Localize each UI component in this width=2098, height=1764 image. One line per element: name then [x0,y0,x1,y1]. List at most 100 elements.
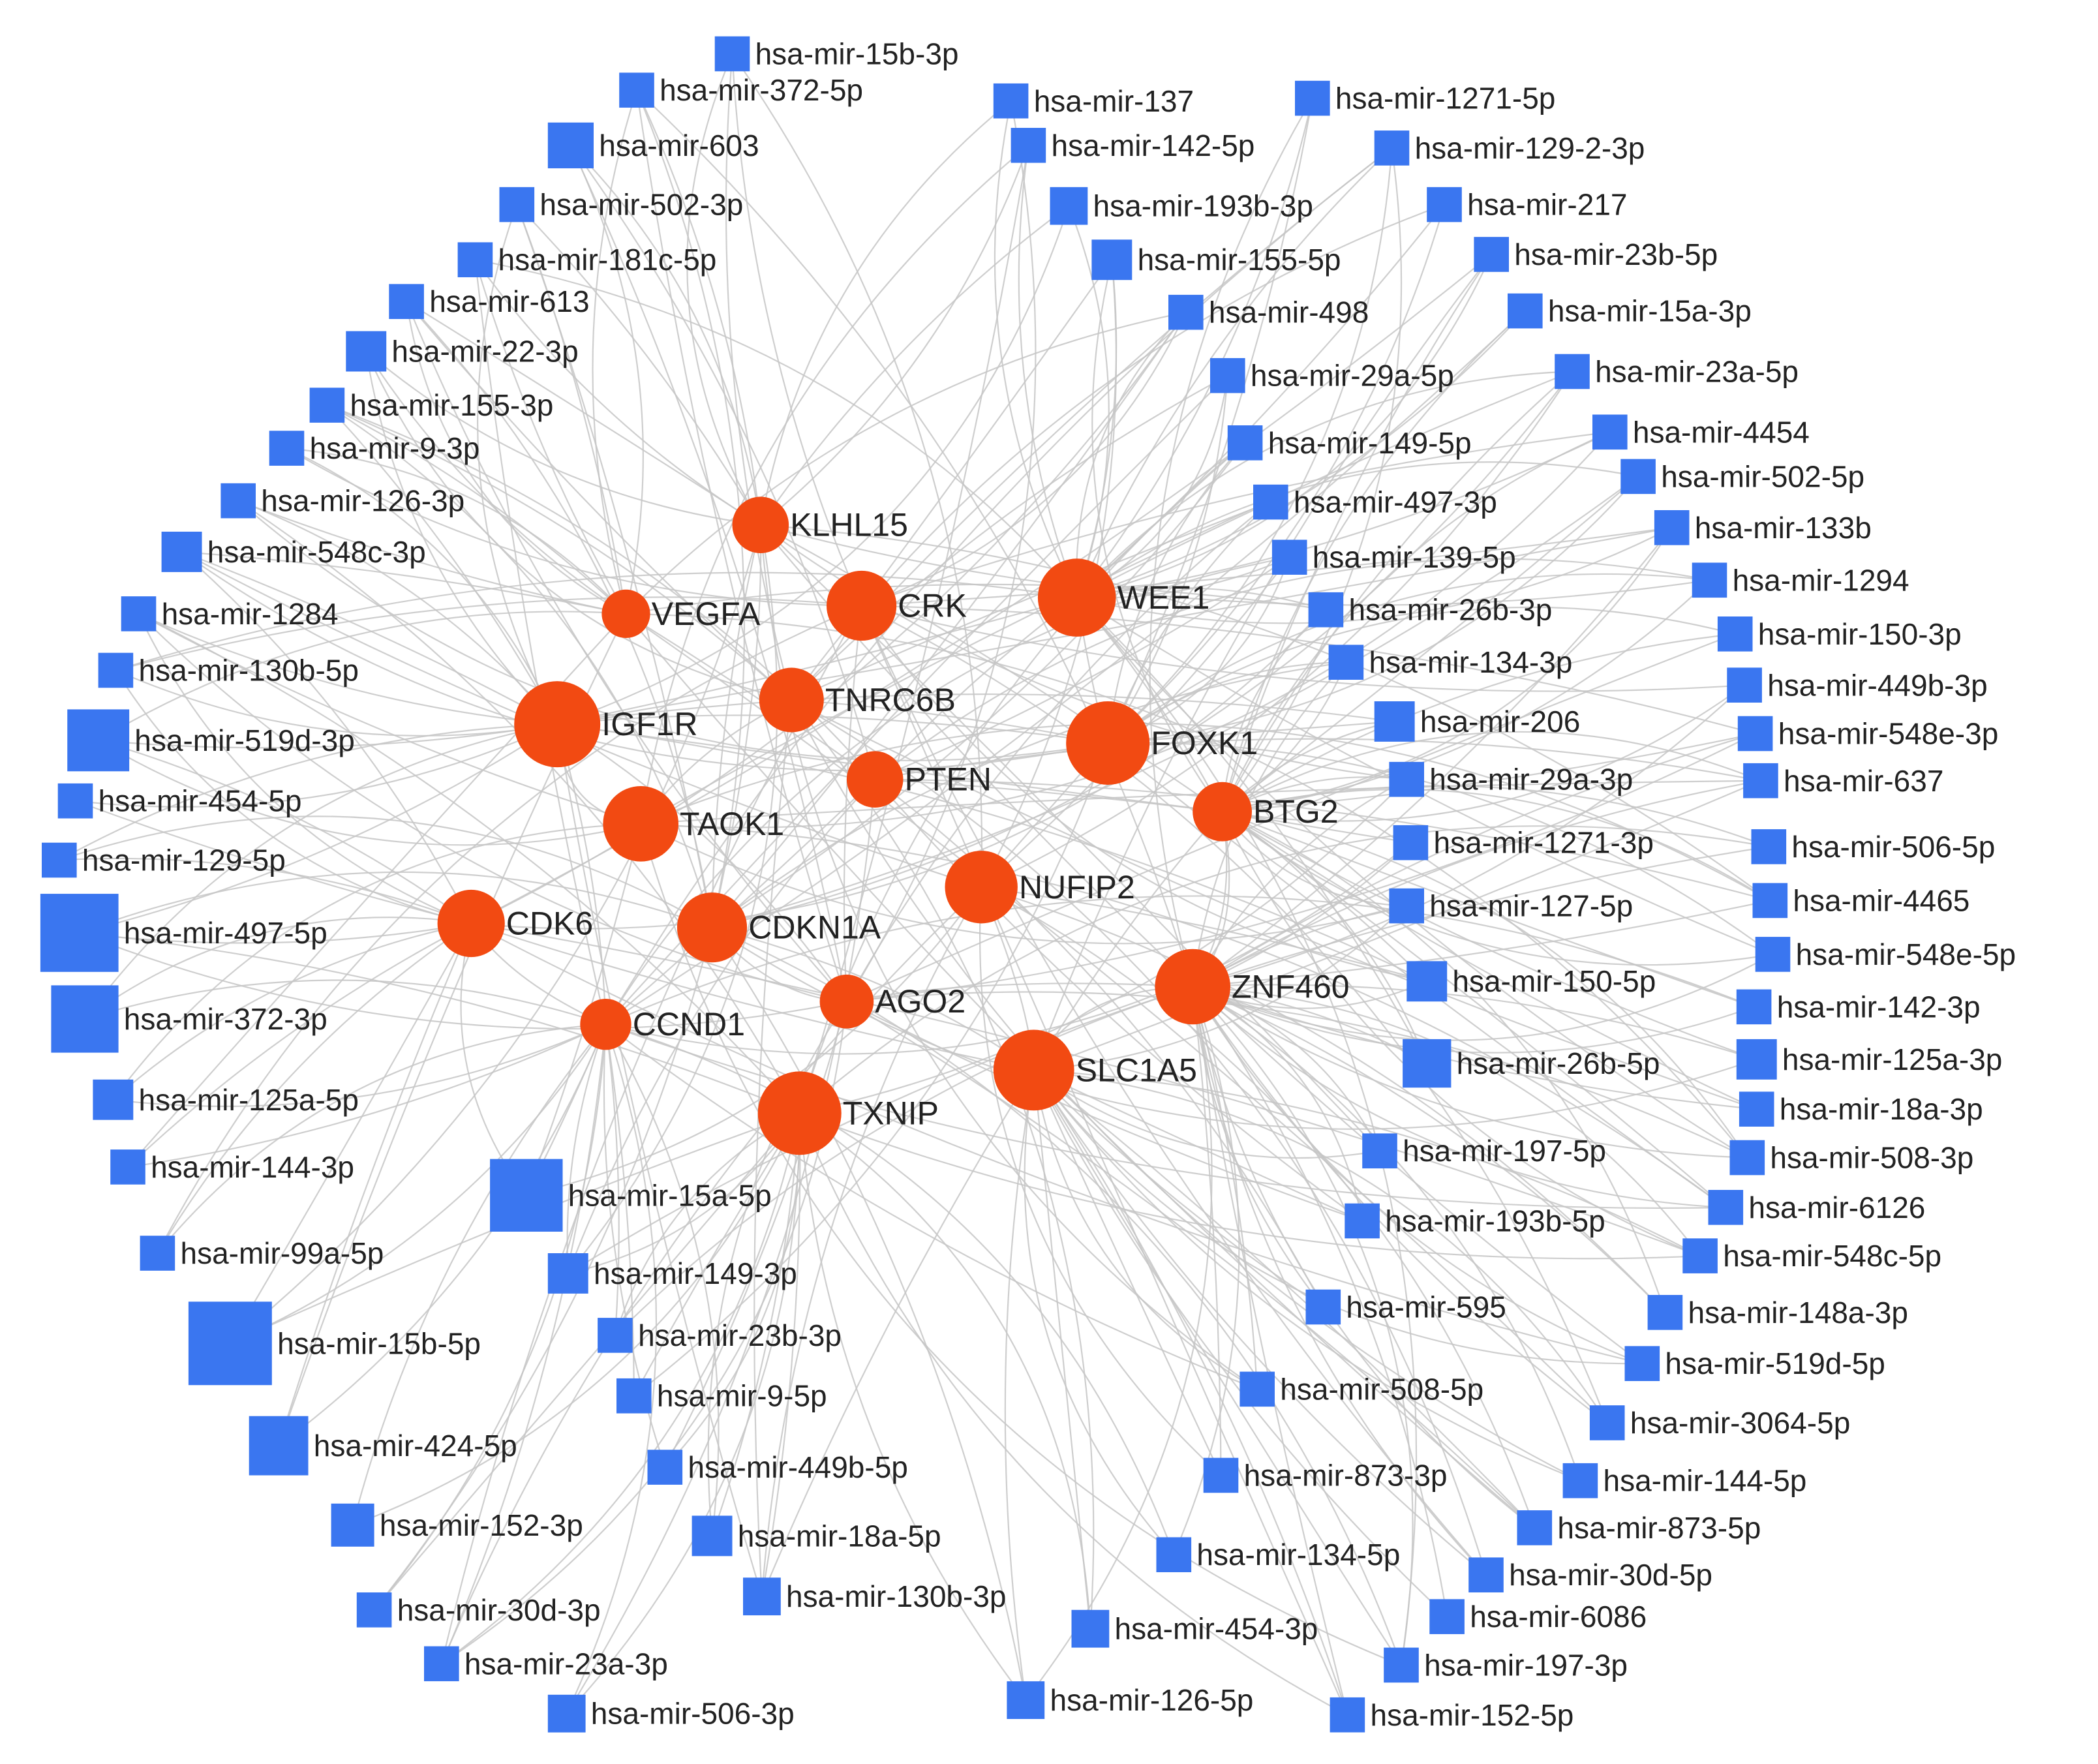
mirna-node-hsa-mir-26b-3p[interactable]: hsa-mir-26b-3p [1308,592,1553,628]
mirna-node-hsa-mir-29a-5p[interactable]: hsa-mir-29a-5p [1210,357,1454,393]
gene-node-txnip[interactable]: TXNIP [757,1071,939,1155]
gene-node-slc1a5[interactable]: SLC1A5 [993,1029,1197,1111]
gene-node-klhl15[interactable]: KLHL15 [732,496,908,553]
mirna-node-hsa-mir-9-3p[interactable]: hsa-mir-9-3p [269,431,480,466]
mirna-node-hsa-mir-424-5p[interactable]: hsa-mir-424-5p [249,1416,517,1476]
mirna-node-hsa-mir-4465[interactable]: hsa-mir-4465 [1752,883,1970,919]
mirna-node-hsa-mir-23b-5p[interactable]: hsa-mir-23b-5p [1474,237,1718,272]
mirna-node-hsa-mir-142-5p[interactable]: hsa-mir-142-5p [1011,128,1255,163]
mirna-node-hsa-mir-506-5p[interactable]: hsa-mir-506-5p [1751,829,1996,864]
mirna-node-hsa-mir-152-3p[interactable]: hsa-mir-152-3p [331,1503,583,1547]
mirna-node-hsa-mir-134-3p[interactable]: hsa-mir-134-3p [1328,645,1573,680]
mirna-node-hsa-mir-30d-5p[interactable]: hsa-mir-30d-5p [1468,1557,1712,1592]
mirna-node-hsa-mir-150-5p[interactable]: hsa-mir-150-5p [1406,961,1656,1002]
mirna-node-hsa-mir-497-3p[interactable]: hsa-mir-497-3p [1253,484,1497,520]
gene-node-vegfa[interactable]: VEGFA [601,589,761,639]
mirna-node-hsa-mir-1271-5p[interactable]: hsa-mir-1271-5p [1295,80,1555,116]
mirna-node-hsa-mir-129-2-3p[interactable]: hsa-mir-129-2-3p [1374,130,1645,166]
mirna-node-hsa-mir-142-3p[interactable]: hsa-mir-142-3p [1736,989,1981,1025]
mirna-node-hsa-mir-502-3p[interactable]: hsa-mir-502-3p [499,187,744,222]
gene-node-pten[interactable]: PTEN [846,751,992,808]
mirna-node-hsa-mir-548c-5p[interactable]: hsa-mir-548c-5p [1682,1238,1941,1273]
mirna-node-hsa-mir-30d-3p[interactable]: hsa-mir-30d-3p [356,1592,601,1628]
mirna-node-hsa-mir-508-5p[interactable]: hsa-mir-508-5p [1239,1371,1483,1407]
mirna-node-hsa-mir-206[interactable]: hsa-mir-206 [1374,701,1581,742]
mirna-node-hsa-mir-144-3p[interactable]: hsa-mir-144-3p [110,1149,354,1185]
mirna-node-hsa-mir-454-5p[interactable]: hsa-mir-454-5p [57,783,302,819]
mirna-node-hsa-mir-129-5p[interactable]: hsa-mir-129-5p [42,842,286,878]
mirna-node-hsa-mir-613[interactable]: hsa-mir-613 [389,284,590,319]
mirna-node-hsa-mir-372-5p[interactable]: hsa-mir-372-5p [619,72,863,108]
gene-node-ago2[interactable]: AGO2 [819,974,966,1029]
gene-node-igf1r[interactable]: IGF1R [514,681,698,768]
mirna-node-hsa-mir-148a-3p[interactable]: hsa-mir-148a-3p [1647,1295,1908,1330]
mirna-node-hsa-mir-130b-3p[interactable]: hsa-mir-130b-3p [743,1577,1006,1616]
mirna-node-hsa-mir-548e-5p[interactable]: hsa-mir-548e-5p [1755,937,2016,972]
mirna-node-hsa-mir-3064-5p[interactable]: hsa-mir-3064-5p [1589,1405,1850,1440]
gene-node-tnrc6b[interactable]: TNRC6B [759,667,956,733]
mirna-node-hsa-mir-6086[interactable]: hsa-mir-6086 [1429,1599,1647,1634]
gene-node-znf460[interactable]: ZNF460 [1155,949,1350,1025]
mirna-node-hsa-mir-603[interactable]: hsa-mir-603 [547,122,759,168]
mirna-node-hsa-mir-197-5p[interactable]: hsa-mir-197-5p [1362,1133,1606,1168]
mirna-node-hsa-mir-23b-3p[interactable]: hsa-mir-23b-3p [598,1318,842,1353]
mirna-node-hsa-mir-155-3p[interactable]: hsa-mir-155-3p [309,388,554,423]
mirna-node-hsa-mir-126-3p[interactable]: hsa-mir-126-3p [220,483,464,519]
mirna-node-hsa-mir-149-5p[interactable]: hsa-mir-149-5p [1227,425,1472,461]
mirna-node-hsa-mir-519d-3p[interactable]: hsa-mir-519d-3p [67,709,355,772]
mirna-node-hsa-mir-454-3p[interactable]: hsa-mir-454-3p [1071,1609,1318,1648]
mirna-node-hsa-mir-99a-5p[interactable]: hsa-mir-99a-5p [140,1236,384,1271]
gene-node-taok1[interactable]: TAOK1 [603,786,784,862]
mirna-node-hsa-mir-1271-3p[interactable]: hsa-mir-1271-3p [1393,825,1654,860]
mirna-node-hsa-mir-18a-5p[interactable]: hsa-mir-18a-5p [692,1515,941,1557]
mirna-node-hsa-mir-595[interactable]: hsa-mir-595 [1305,1289,1506,1325]
mirna-node-hsa-mir-137[interactable]: hsa-mir-137 [993,83,1194,119]
mirna-node-hsa-mir-449b-3p[interactable]: hsa-mir-449b-3p [1727,667,1988,703]
mirna-node-hsa-mir-506-3p[interactable]: hsa-mir-506-3p [547,1694,795,1733]
mirna-node-hsa-mir-127-5p[interactable]: hsa-mir-127-5p [1389,888,1633,924]
mirna-node-hsa-mir-18a-3p[interactable]: hsa-mir-18a-3p [1739,1091,1983,1127]
gene-node-wee1[interactable]: WEE1 [1037,558,1209,637]
mirna-node-hsa-mir-144-5p[interactable]: hsa-mir-144-5p [1562,1463,1807,1498]
mirna-node-hsa-mir-150-3p[interactable]: hsa-mir-150-3p [1717,616,1962,652]
mirna-node-hsa-mir-26b-5p[interactable]: hsa-mir-26b-5p [1403,1039,1660,1088]
gene-node-cdkn1a[interactable]: CDKN1A [677,892,881,963]
mirna-node-hsa-mir-519d-5p[interactable]: hsa-mir-519d-5p [1624,1346,1885,1381]
mirna-node-hsa-mir-125a-5p[interactable]: hsa-mir-125a-5p [93,1079,359,1120]
mirna-node-hsa-mir-193b-5p[interactable]: hsa-mir-193b-5p [1345,1203,1605,1239]
mirna-node-hsa-mir-372-3p[interactable]: hsa-mir-372-3p [51,985,327,1053]
mirna-node-hsa-mir-23a-5p[interactable]: hsa-mir-23a-5p [1555,354,1799,389]
mirna-node-hsa-mir-449b-5p[interactable]: hsa-mir-449b-5p [647,1450,908,1485]
mirna-node-hsa-mir-29a-3p[interactable]: hsa-mir-29a-3p [1389,761,1633,797]
mirna-node-hsa-mir-126-5p[interactable]: hsa-mir-126-5p [1007,1681,1253,1719]
mirna-node-hsa-mir-149-3p[interactable]: hsa-mir-149-3p [547,1253,797,1294]
mirna-node-hsa-mir-181c-5p[interactable]: hsa-mir-181c-5p [457,242,717,277]
mirna-node-hsa-mir-873-5p[interactable]: hsa-mir-873-5p [1517,1510,1761,1545]
mirna-node-hsa-mir-4454[interactable]: hsa-mir-4454 [1592,414,1810,450]
mirna-node-hsa-mir-15a-5p[interactable]: hsa-mir-15a-5p [490,1159,772,1232]
mirna-node-hsa-mir-134-5p[interactable]: hsa-mir-134-5p [1156,1537,1401,1572]
mirna-node-hsa-mir-155-5p[interactable]: hsa-mir-155-5p [1091,239,1341,281]
mirna-node-hsa-mir-497-5p[interactable]: hsa-mir-497-5p [40,894,327,972]
mirna-node-hsa-mir-133b[interactable]: hsa-mir-133b [1654,510,1872,545]
mirna-node-hsa-mir-502-5p[interactable]: hsa-mir-502-5p [1620,459,1864,494]
mirna-node-hsa-mir-15b-5p[interactable]: hsa-mir-15b-5p [188,1301,481,1386]
mirna-node-hsa-mir-217[interactable]: hsa-mir-217 [1427,187,1628,222]
mirna-node-hsa-mir-1294[interactable]: hsa-mir-1294 [1692,562,1909,598]
mirna-node-hsa-mir-130b-5p[interactable]: hsa-mir-130b-5p [98,652,359,688]
mirna-node-hsa-mir-152-5p[interactable]: hsa-mir-152-5p [1330,1697,1574,1733]
mirna-node-hsa-mir-23a-3p[interactable]: hsa-mir-23a-3p [424,1646,668,1682]
mirna-node-hsa-mir-139-5p[interactable]: hsa-mir-139-5p [1271,540,1516,575]
mirna-node-hsa-mir-15a-3p[interactable]: hsa-mir-15a-3p [1508,293,1752,329]
mirna-node-hsa-mir-548c-3p[interactable]: hsa-mir-548c-3p [161,532,426,572]
mirna-node-hsa-mir-197-3p[interactable]: hsa-mir-197-3p [1384,1647,1628,1683]
mirna-node-hsa-mir-873-3p[interactable]: hsa-mir-873-3p [1203,1457,1448,1493]
mirna-node-hsa-mir-637[interactable]: hsa-mir-637 [1743,763,1943,798]
mirna-node-hsa-mir-1284[interactable]: hsa-mir-1284 [121,596,339,631]
mirna-node-hsa-mir-498[interactable]: hsa-mir-498 [1168,294,1369,330]
mirna-node-hsa-mir-125a-3p[interactable]: hsa-mir-125a-3p [1736,1039,2003,1080]
gene-node-cdk6[interactable]: CDK6 [437,889,594,958]
gene-node-crk[interactable]: CRK [827,570,967,641]
gene-node-nufip2[interactable]: NUFIP2 [945,851,1135,924]
gene-node-foxk1[interactable]: FOXK1 [1066,701,1258,785]
